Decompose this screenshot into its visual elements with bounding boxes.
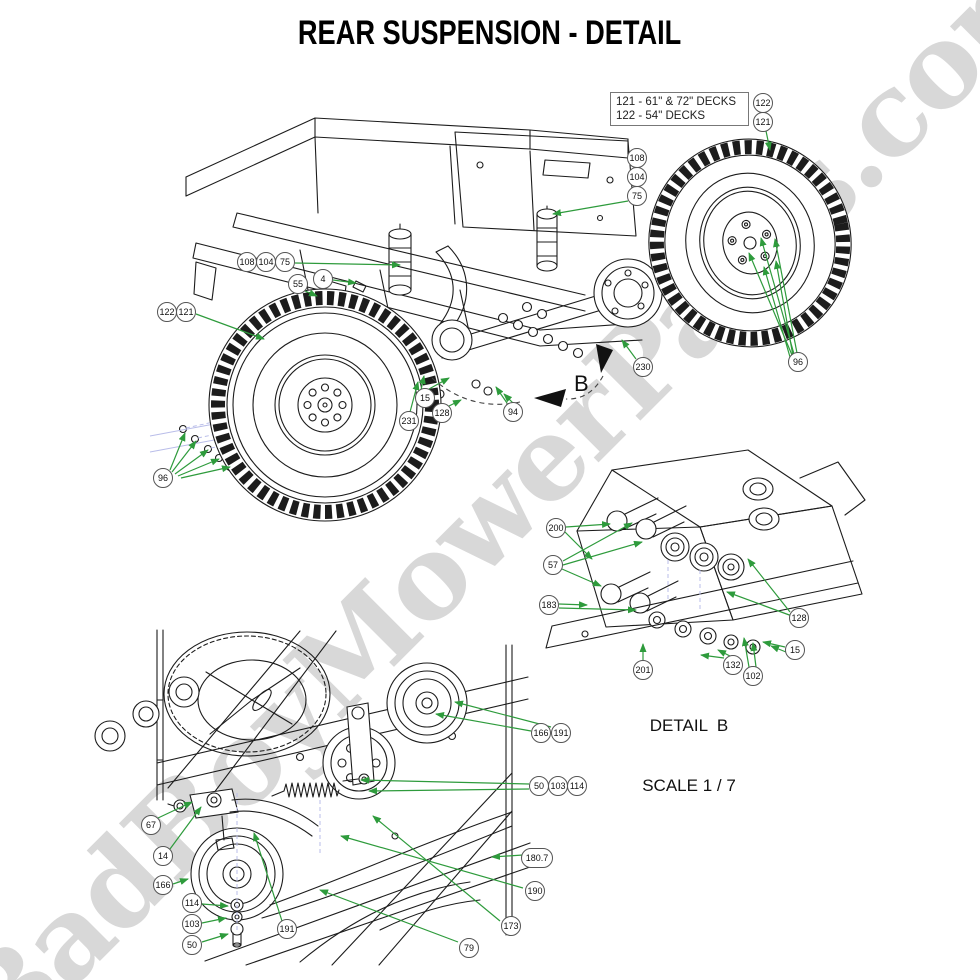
roller-spacers xyxy=(660,532,745,581)
callout-15: 15 xyxy=(785,640,805,660)
callout-128: 128 xyxy=(432,403,452,423)
callout-231: 231 xyxy=(399,411,419,431)
callout-104: 104 xyxy=(256,252,276,272)
tension-spring xyxy=(271,778,359,798)
detail-b-title: DETAIL B xyxy=(649,716,729,735)
callout-50: 50 xyxy=(529,776,549,796)
callout-173: 173 xyxy=(501,916,521,936)
brake-hub-discs xyxy=(431,258,663,361)
right-shock-absorber xyxy=(536,205,558,272)
callout-190: 190 xyxy=(525,881,545,901)
callout-191: 191 xyxy=(551,723,571,743)
callout-55: 55 xyxy=(288,274,308,294)
transmission-housing xyxy=(94,631,331,757)
callout-104: 104 xyxy=(627,167,647,187)
right-wheel-rim xyxy=(699,186,801,300)
callout-103: 103 xyxy=(182,914,202,934)
callout-114: 114 xyxy=(182,893,202,913)
callout-121: 121 xyxy=(176,302,196,322)
callout-122: 122 xyxy=(753,93,773,113)
left-shock-absorber xyxy=(388,223,412,296)
callout-201: 201 xyxy=(633,660,653,680)
section-arrow-down-icon xyxy=(596,344,613,373)
deck-belt xyxy=(261,811,513,919)
callout-191: 191 xyxy=(277,919,297,939)
callout-180.7: 180.7 xyxy=(521,848,553,868)
callout-183: 183 xyxy=(539,595,559,615)
deck-underside-drawing xyxy=(94,629,531,966)
callout-75: 75 xyxy=(275,252,295,272)
right-rear-tire xyxy=(648,138,852,348)
fastener-cluster xyxy=(315,280,584,399)
leader-lines xyxy=(157,130,798,943)
left-wheel-rim xyxy=(274,354,376,456)
callout-114: 114 xyxy=(567,776,587,796)
section-view-arrows xyxy=(431,344,613,407)
deck-note-line1: 121 - 61" & 72" DECKS xyxy=(616,96,737,108)
idler-pulley-top xyxy=(386,662,468,744)
callout-108: 108 xyxy=(627,148,647,168)
deck-note-line2: 122 - 54" DECKS xyxy=(616,110,706,122)
hydraulic-fittings xyxy=(742,477,780,531)
section-arrow-left-icon xyxy=(534,389,566,407)
callout-67: 67 xyxy=(141,815,161,835)
suspension-assembly xyxy=(178,205,663,472)
detail-b-drawing xyxy=(545,449,866,655)
callout-200: 200 xyxy=(546,518,566,538)
callout-121: 121 xyxy=(753,112,773,132)
callout-14: 14 xyxy=(153,846,173,866)
callout-108: 108 xyxy=(237,252,257,272)
deck-note-box: 121 - 61" & 72" DECKS 122 - 54" DECKS xyxy=(610,92,749,126)
page-title: REAR SUSPENSION - DETAIL xyxy=(298,14,682,52)
callout-15: 15 xyxy=(415,388,435,408)
callout-122: 122 xyxy=(157,302,177,322)
callout-166: 166 xyxy=(531,723,551,743)
callout-96: 96 xyxy=(788,352,808,372)
callout-128: 128 xyxy=(789,608,809,628)
callout-103: 103 xyxy=(548,776,568,796)
callout-96: 96 xyxy=(153,468,173,488)
left-rear-tire xyxy=(208,288,442,522)
callout-94: 94 xyxy=(503,402,523,422)
section-b-label: B xyxy=(574,371,589,396)
detail-b-scale: SCALE 1 / 7 xyxy=(642,776,736,795)
detail-b-caption: DETAIL B SCALE 1 / 7 xyxy=(598,676,780,836)
callout-132: 132 xyxy=(723,655,743,675)
callout-79: 79 xyxy=(459,938,479,958)
callout-4: 4 xyxy=(313,269,333,289)
callout-166: 166 xyxy=(153,875,173,895)
callout-57: 57 xyxy=(543,555,563,575)
callout-75: 75 xyxy=(627,186,647,206)
deck-frame-rails xyxy=(156,630,531,966)
bushing-tubes xyxy=(600,497,687,614)
callout-102: 102 xyxy=(743,666,763,686)
callout-230: 230 xyxy=(633,357,653,377)
callout-50: 50 xyxy=(182,935,202,955)
